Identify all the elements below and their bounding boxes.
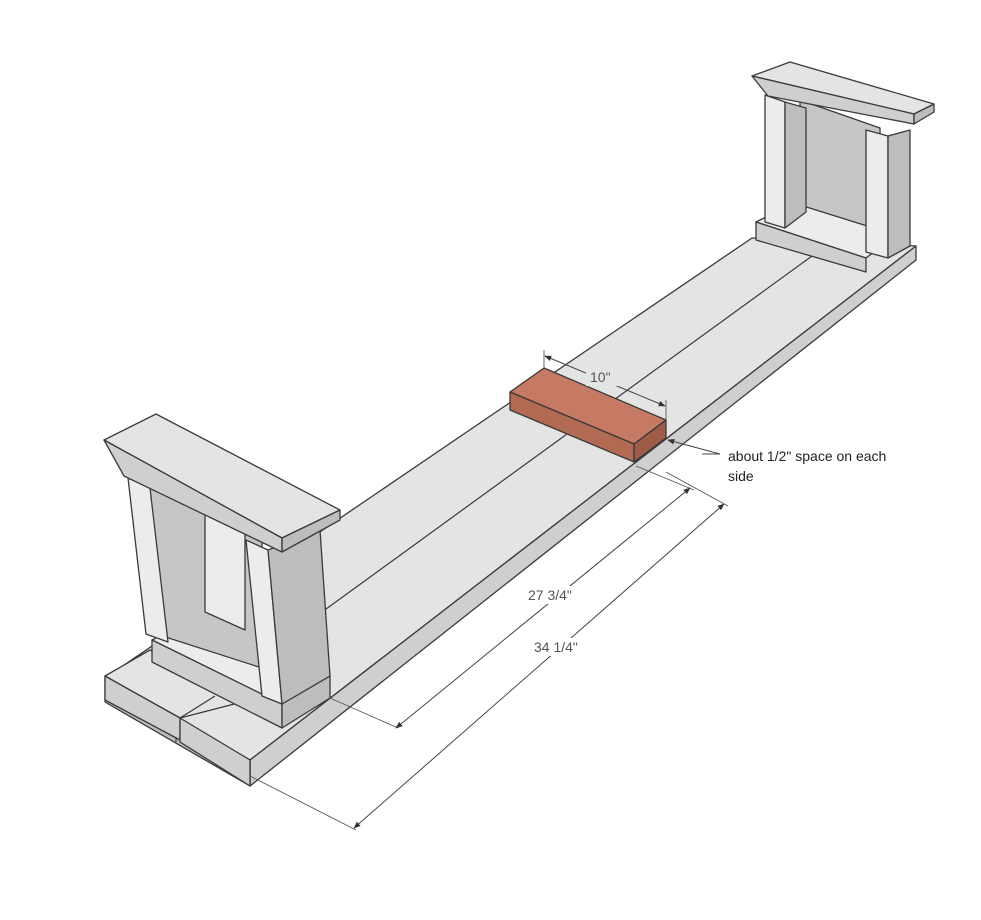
near-foot-front-b [179, 717, 251, 787]
near-end-frame [103, 413, 341, 787]
dim-inner-ext-far [635, 465, 695, 491]
far-cap-side [913, 103, 935, 125]
dimension-outer-length: 34 1/4" [249, 471, 729, 831]
dim-outer-label: 34 1/4" [534, 639, 578, 655]
spacer-block-end [633, 419, 667, 463]
dim-inner-label: 27 3/4" [528, 587, 572, 603]
clearance-note: about 1/2" space on each side [667, 438, 886, 484]
far-bottom-rail-front [755, 221, 867, 273]
dim-outer-ext-near [249, 775, 357, 831]
near-foot-seam [179, 695, 216, 719]
dim-outer-label-bg [530, 638, 592, 656]
dimension-spacer-length: 10" [543, 350, 667, 420]
dim-outer-line [353, 503, 725, 829]
dim-10-label: 10" [590, 369, 611, 385]
dim-10-label-bg [586, 368, 620, 386]
far-right-leg-front [865, 129, 889, 259]
note-line-2: side [728, 468, 754, 484]
note-leader [667, 438, 721, 455]
note-line-1: about 1/2" space on each [728, 448, 886, 464]
far-right-leg-side [887, 129, 911, 259]
near-cap-side [281, 509, 341, 553]
far-left-leg-side [784, 101, 807, 229]
far-end-frame [751, 61, 935, 273]
far-left-leg-front [764, 94, 786, 229]
dim-outer-ext-far [665, 471, 729, 507]
